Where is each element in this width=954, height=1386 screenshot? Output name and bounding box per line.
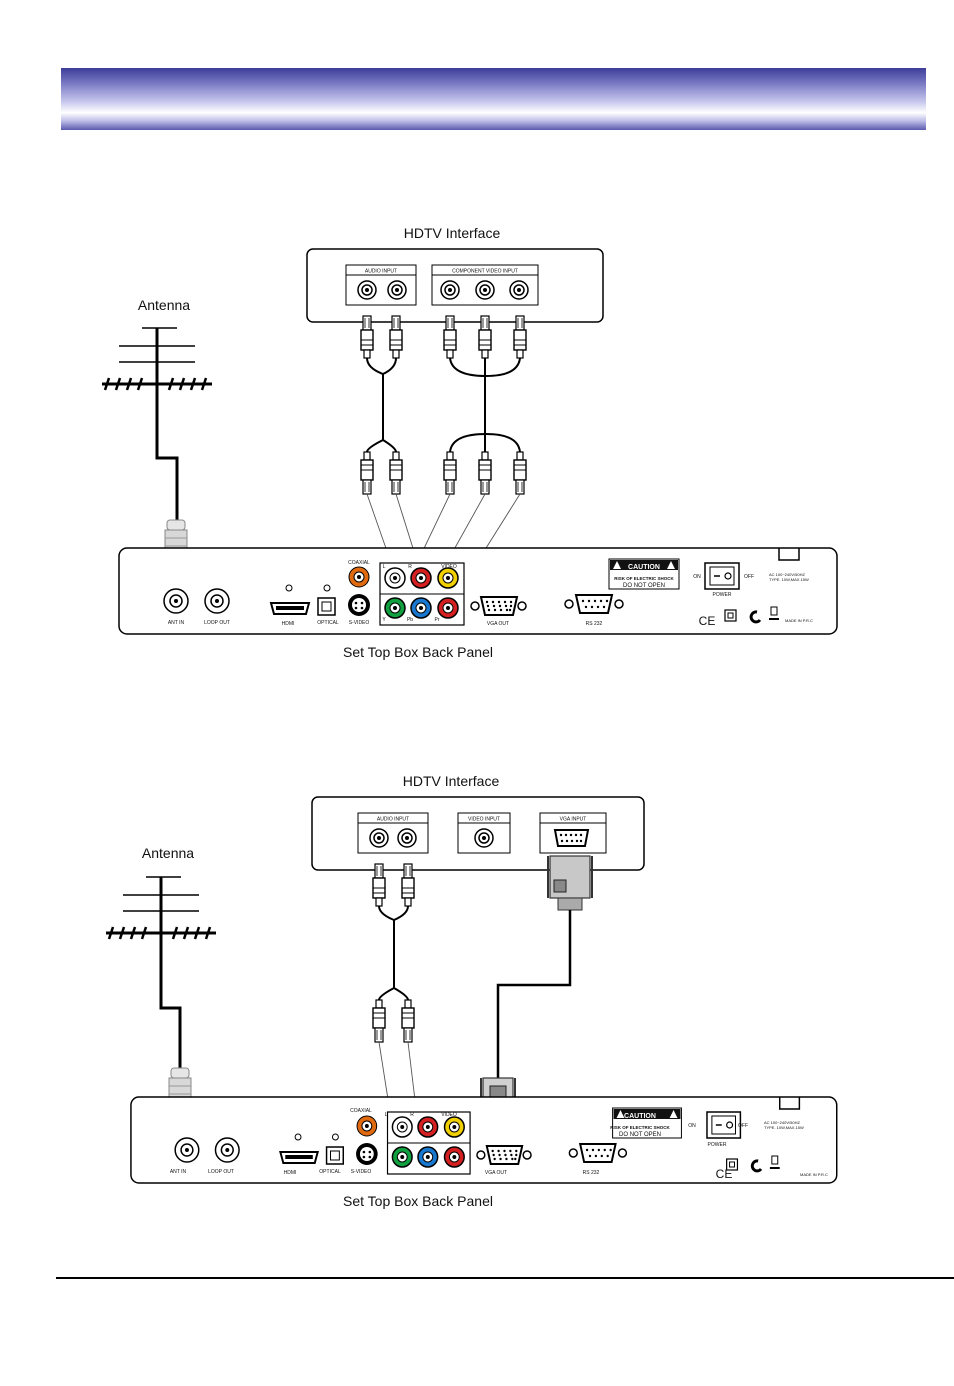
set-top-box-back-panel: ANT IN LOOP OUT HDMI OPTICAL S-VIDEO COA…: [129, 1095, 839, 1185]
video-label: VIDEO: [441, 1112, 457, 1118]
svideo-label: S-VIDEO: [351, 1169, 372, 1175]
page-header-bar: [61, 68, 926, 130]
set-top-box-caption: Set Top Box Back Panel: [343, 644, 493, 660]
hdtv-pr-jack: [509, 280, 529, 300]
power-label: POWER: [713, 592, 732, 598]
hdtv-y-jack: [440, 280, 460, 300]
caution-label: CAUTION: [628, 564, 660, 571]
ant-in-label: ANT IN: [168, 620, 185, 626]
audio-r-label: R: [410, 1112, 414, 1118]
audio-cable: [378, 905, 409, 1001]
rca-plug: [389, 451, 403, 495]
optical-label: OPTICAL: [319, 1169, 341, 1175]
vga-cable: [496, 910, 572, 1078]
caution-line1: RISK OF ELECTRIC SHOCK: [610, 1125, 670, 1130]
hdtv-audio-l-jack: [369, 828, 389, 848]
rca-plug: [372, 863, 386, 907]
vga-plug: [547, 855, 593, 911]
rca-plug: [360, 451, 374, 495]
on-label: ON: [688, 1123, 696, 1129]
audio-r-label: R: [408, 564, 412, 570]
hdtv-interface-title: HDTV Interface: [403, 773, 500, 789]
rca-plug: [513, 451, 527, 495]
hdtv-video-jack: [474, 828, 494, 848]
coaxial-label: COAXIAL: [350, 1108, 372, 1114]
hdtv-audio-input-label: AUDIO INPUT: [365, 269, 397, 275]
vga-out-label: VGA OUT: [485, 1170, 507, 1176]
rca-plug: [443, 315, 457, 359]
hdtv-panel: AUDIO INPUT VIDEO INPUT VGA INPUT: [311, 796, 645, 871]
hdtv-audio-r-jack: [397, 828, 417, 848]
ac-rating-line1: AC 100~240V/50HZ: [764, 1120, 800, 1125]
hdtv-audio-input-label: AUDIO INPUT: [377, 817, 409, 823]
rca-plug: [389, 315, 403, 359]
loop-out-label: LOOP OUT: [208, 1169, 234, 1175]
off-label: OFF: [744, 574, 754, 580]
y-label: Y: [382, 617, 386, 623]
caution-line2: DO NOT OPEN: [623, 583, 665, 589]
hdtv-pb-jack: [475, 280, 495, 300]
footer-divider: [56, 1277, 954, 1279]
caution-line2: DO NOT OPEN: [619, 1132, 661, 1138]
rca-plug: [360, 315, 374, 359]
ant-in-label: ANT IN: [170, 1169, 187, 1175]
audio-l-label: L: [383, 564, 386, 570]
antenna-icon: Antenna: [100, 297, 214, 520]
audio-l-label: L: [385, 1112, 388, 1118]
rca-plug: [401, 863, 415, 907]
pb-label: Pb: [407, 617, 413, 623]
rca-plug: [443, 451, 457, 495]
on-label: ON: [693, 574, 701, 580]
hdtv-vga-port: [553, 829, 590, 847]
off-label: OFF: [738, 1123, 748, 1129]
hdmi-label: HDMI: [284, 1170, 297, 1176]
loop-out-label: LOOP OUT: [204, 620, 230, 626]
antenna-label: Antenna: [142, 845, 194, 861]
set-top-box-caption: Set Top Box Back Panel: [343, 1193, 493, 1209]
diagram-2: HDTV Interface AUDIO INPUT VIDEO INPUT V…: [104, 773, 839, 1209]
optical-label: OPTICAL: [317, 620, 339, 626]
rs232-label: RS 232: [583, 1170, 600, 1176]
made-in-label: MADE IN P.R.C: [785, 618, 813, 623]
hdtv-audio-l-jack: [357, 280, 377, 300]
coaxial-label: COAXIAL: [348, 560, 370, 566]
rca-plug: [401, 999, 415, 1043]
rca-plug: [478, 315, 492, 359]
set-top-box-back-panel: ANT IN LOOP OUT HDMI OPTICAL S-VIDEO COA…: [117, 546, 839, 636]
ac-rating-line2: TYPE. 10W,MAX.15W: [764, 1125, 804, 1130]
rca-plug: [478, 451, 492, 495]
rca-plug: [372, 999, 386, 1043]
pr-label: Pr: [435, 617, 440, 623]
hdtv-audio-r-jack: [387, 280, 407, 300]
antenna-icon: Antenna: [104, 845, 218, 1068]
antenna-label: Antenna: [138, 297, 190, 313]
hdtv-video-input-label: VIDEO INPUT: [468, 817, 500, 823]
hdtv-component-input-label: COMPONENT VIDEO INPUT: [452, 269, 518, 275]
hdtv-interface-title: HDTV Interface: [404, 225, 501, 241]
svideo-label: S-VIDEO: [349, 620, 370, 626]
ac-rating-line1: AC 100~240V/50HZ: [769, 572, 805, 577]
video-label: VIDEO: [441, 564, 457, 570]
ac-rating-line2: TYPE. 10W,MAX.15W: [769, 577, 809, 582]
caution-label: CAUTION: [624, 1113, 656, 1120]
vga-out-label: VGA OUT: [487, 621, 509, 627]
power-label: POWER: [708, 1142, 727, 1148]
rca-plug: [513, 315, 527, 359]
hdtv-vga-input-label: VGA INPUT: [560, 817, 587, 823]
diagram-1: HDTV Interface AUDIO INPUT COMPONENT VID…: [100, 225, 839, 660]
caution-line1: RISK OF ELECTRIC SHOCK: [614, 576, 674, 581]
rs232-label: RS 232: [586, 621, 603, 627]
hdmi-label: HDMI: [282, 621, 295, 627]
ce-mark: CE: [716, 1167, 733, 1181]
made-in-label: MADE IN P.R.C: [800, 1172, 828, 1177]
component-video-cable: [449, 357, 521, 453]
audio-cable: [366, 357, 397, 453]
ce-mark: CE: [699, 614, 716, 628]
hdtv-panel: AUDIO INPUT COMPONENT VIDEO INPUT: [306, 248, 604, 323]
